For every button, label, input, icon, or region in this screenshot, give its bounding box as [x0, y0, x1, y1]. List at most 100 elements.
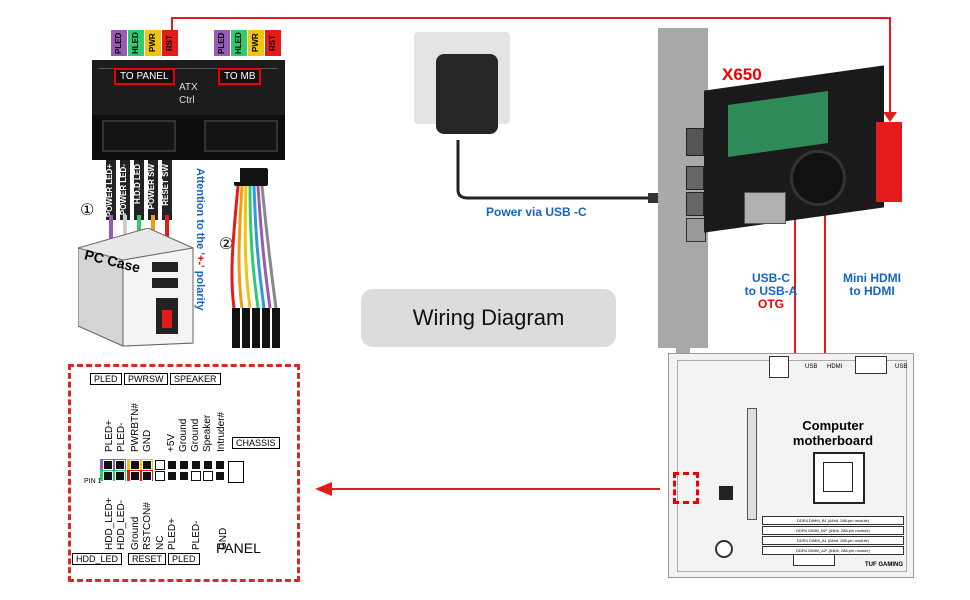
header-pin	[167, 471, 177, 481]
pled-pin-highlight	[100, 459, 126, 470]
ribbon-cable	[230, 168, 280, 348]
cmos-battery	[715, 540, 733, 558]
rj45-jack	[744, 192, 786, 224]
tag-pwr-left: PWR	[145, 30, 161, 56]
header-pin	[142, 471, 152, 481]
case-wire-bundle: POWER LED+ POWER LED- H.D.D LED POWER SW…	[100, 160, 172, 220]
panel-label-pwrsw: PWRSW	[124, 373, 168, 385]
atx-power-connector	[793, 554, 835, 566]
pin-label-5v: +5V	[166, 433, 177, 452]
header-pin	[142, 460, 152, 470]
header-pin	[215, 471, 225, 481]
chassis-pins	[228, 461, 244, 483]
wire-label-power-led-plus: POWER LED+	[105, 164, 114, 218]
tag-hled-right: HLED	[231, 30, 247, 56]
pin-label-gnd-top: GND	[142, 429, 153, 452]
to-panel-label: TO PANEL	[114, 68, 175, 85]
header-pin	[167, 460, 177, 470]
cpu-socket	[813, 452, 865, 504]
polarity-note: Attention to the '+-' polarity	[194, 168, 206, 311]
pin-label-intruder: Intruder#	[216, 411, 227, 452]
mb-brand: TUF GAMING	[865, 562, 903, 568]
panel-socket	[102, 120, 176, 152]
pin-label-ground-1: Ground	[178, 418, 189, 452]
cooling-fan	[790, 150, 846, 206]
diagram-title: Wiring Diagram	[361, 289, 616, 347]
card-model: X650	[722, 65, 762, 84]
usb-c-plug	[648, 193, 664, 203]
header-pin	[115, 460, 125, 470]
pin-label-pwrbtn: PWRBTN#	[130, 403, 141, 452]
tag-rst-right: RST	[265, 30, 281, 56]
card-arrow-head	[883, 112, 897, 122]
pin-label-ground-bottom: Ground	[130, 516, 141, 550]
cpu-socket-inner	[823, 462, 853, 492]
step-2-marker: ②	[219, 236, 234, 253]
tag-hled-left: HLED	[128, 30, 144, 56]
mb-video-port	[855, 356, 887, 374]
header-pin	[215, 460, 225, 470]
mb-panel-header-highlight	[673, 472, 699, 504]
pin-label-nc: NC	[155, 535, 166, 550]
usb-otg-label: USB-C to USB-A OTG	[744, 271, 798, 311]
header-pin	[203, 460, 213, 470]
header-pin	[130, 460, 140, 470]
pin-label-rstcon: RSTCON#	[142, 502, 153, 550]
dimm-a1: DDR4 DIMM_A1 (64bit, 288-pin module)	[762, 536, 904, 545]
panel-diagram-box	[68, 364, 300, 582]
wire-label-power-sw: POWER SW	[147, 164, 156, 210]
pwr-pin-highlight	[127, 459, 153, 470]
panel-label-pled-bottom: PLED	[168, 553, 200, 565]
tag-pwr-right: PWR	[248, 30, 264, 56]
hled-pin-highlight	[100, 470, 126, 481]
pin-label-pled-minus-bottom: PLED-	[191, 520, 202, 550]
panel-arrow-head	[315, 482, 332, 496]
panel-label-speaker: SPEAKER	[170, 373, 221, 385]
motherboard-title: Computer motherboard	[786, 418, 880, 448]
pin-label-pled-plus-bottom: PLED+	[167, 518, 178, 550]
wire-label-hdd-led: H.D.D LED	[133, 164, 142, 204]
mb-io-port	[769, 356, 789, 378]
header-pin-empty	[191, 471, 201, 481]
panel-label-chassis: CHASSIS	[232, 437, 280, 449]
pin-label-pled-plus: PLED+	[104, 420, 115, 452]
header-pin-empty	[203, 471, 213, 481]
pin-label-speaker: Speaker	[202, 414, 213, 452]
dimm-a2: DDR4 DIMM_A2* (64bit, 288-pin module)	[762, 546, 904, 555]
usb-c-port-2	[686, 192, 704, 216]
to-mb-label: TO MB	[218, 68, 262, 85]
usb-c-port-1	[686, 166, 704, 190]
panel-label-reset: RESET	[128, 553, 167, 565]
panel-name: PANEL	[216, 540, 261, 556]
wire-label-power-led-minus: POWER LED-	[119, 164, 128, 216]
tag-rst-left: RST	[162, 30, 178, 56]
atx-label: ATX	[179, 82, 198, 93]
mb-port-usb-2: USB	[895, 364, 908, 370]
ctrl-label: Ctrl	[179, 95, 195, 106]
panel-label-hdd-led: HDD_LED	[72, 553, 123, 565]
dimm-b1: DDR4 DIMM_B1 (64bit, 288-pin module)	[762, 516, 904, 525]
dimm-b2: DDR4 DIMM_B2* (64bit, 288-pin module)	[762, 526, 904, 535]
header-pin	[115, 471, 125, 481]
panel-label-pled-top: PLED	[90, 373, 122, 385]
atx-control-board: TO PANEL TO MB ATX Ctrl	[92, 60, 285, 160]
pin-1-marker: PIN 1	[84, 478, 102, 485]
pin-label-ground-2: Ground	[190, 418, 201, 452]
step-1-marker: ①	[80, 202, 95, 219]
hdmi-port	[686, 128, 704, 156]
header-pin	[130, 471, 140, 481]
rst-pin-highlight	[127, 470, 153, 481]
pc-case-illustration	[78, 228, 194, 347]
pin-label-hdd-led-minus: HDD_LED-	[116, 499, 127, 550]
card-pin-header	[876, 122, 902, 202]
hdmi-label: Mini HDMI to HDMI	[843, 271, 901, 298]
header-pin	[179, 460, 189, 470]
pin-label-pled-minus: PLED-	[116, 422, 127, 452]
pcie-slot	[747, 408, 757, 520]
ethernet-port	[686, 218, 706, 242]
header-pin-empty	[155, 471, 165, 481]
header-pin	[179, 471, 189, 481]
header-pin	[103, 471, 113, 481]
mb-socket	[204, 120, 278, 152]
tag-pled-left: PLED	[111, 30, 127, 56]
